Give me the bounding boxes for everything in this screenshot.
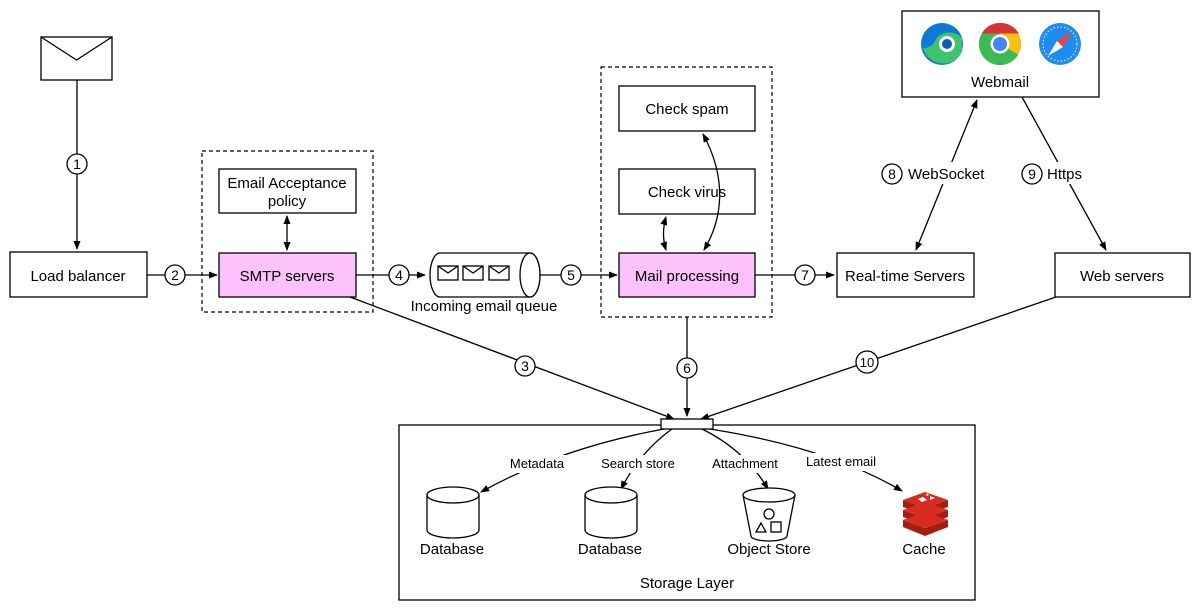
incoming-email-queue <box>429 252 541 298</box>
webmail-label: Webmail <box>971 74 1029 91</box>
svg-text:Real-time Servers: Real-time Servers <box>845 268 965 285</box>
svg-text:Web servers: Web servers <box>1080 268 1164 285</box>
storage-layer-boundary <box>398 424 976 601</box>
database-icon <box>584 486 638 539</box>
attachment-label: Attachment <box>712 456 778 471</box>
attachment-label-bg <box>708 455 783 473</box>
svg-text:8: 8 <box>888 166 896 182</box>
webmail-node: Webmail <box>901 10 1100 98</box>
mail-processing-node: Mail processing <box>618 252 756 298</box>
smtp-servers-node: SMTP servers <box>218 252 357 298</box>
load-balancer-label: Load balancer <box>30 268 125 285</box>
svg-text:3: 3 <box>521 358 529 374</box>
chrome-browser-icon <box>978 22 1022 66</box>
search-store-label: Search store <box>601 456 675 471</box>
smtp-group-boundary <box>201 150 374 313</box>
arrow-virus-processing <box>660 216 668 251</box>
database-search-label: Database <box>578 541 642 558</box>
web-servers-node: Web servers <box>1054 252 1191 298</box>
svg-text:5: 5 <box>567 267 575 283</box>
search-label-bg <box>597 455 679 473</box>
smtp-servers-label: SMTP servers <box>240 268 335 285</box>
svg-text:10: 10 <box>860 355 874 370</box>
email-acceptance-policy-node: Email Acceptance policy <box>218 168 357 214</box>
step-4-badge: 4 <box>388 264 410 286</box>
edge-browser-icon <box>921 23 963 65</box>
step-8-label-bg <box>878 162 992 184</box>
step-6-badge: 6 <box>676 357 698 379</box>
realtime-servers-node: Real-time Servers <box>836 252 975 298</box>
object-store-icon <box>742 487 796 542</box>
svg-text:4: 4 <box>395 267 403 283</box>
arrow-metadata <box>480 428 665 493</box>
arrow-attachment <box>701 428 769 490</box>
database-icon <box>426 486 480 539</box>
svg-text:Check spam: Check spam <box>645 101 728 118</box>
svg-text:policy: policy <box>268 193 307 210</box>
arrow-step-3 <box>349 296 675 420</box>
safari-browser-icon <box>1039 23 1081 65</box>
arrow-spam-processing <box>702 133 721 251</box>
step-3-badge: 3 <box>514 355 536 377</box>
queue-envelope-icon <box>437 265 510 281</box>
arrow-step-10 <box>700 296 1057 420</box>
latest-label-bg <box>802 453 882 471</box>
step-5-badge: 5 <box>560 264 582 286</box>
websocket-label: WebSocket <box>908 166 985 183</box>
step-8-badge: 8 <box>881 163 903 185</box>
step-9-badge: 9 <box>1021 163 1043 185</box>
check-virus-node: Check virus <box>618 168 756 215</box>
svg-text:9: 9 <box>1028 166 1036 182</box>
object-store-label: Object Store <box>727 541 810 558</box>
latest-email-label: Latest email <box>806 454 876 469</box>
metadata-label-bg <box>505 455 569 473</box>
step-7-badge: 7 <box>794 264 816 286</box>
step-10-badge: 10 <box>855 350 879 374</box>
database-metadata-label: Database <box>420 541 484 558</box>
svg-text:6: 6 <box>683 360 691 376</box>
svg-text:2: 2 <box>171 267 179 283</box>
cache-label: Cache <box>902 541 945 558</box>
mail-processing-label: Mail processing <box>635 268 739 285</box>
step-2-badge: 2 <box>164 264 186 286</box>
metadata-label: Metadata <box>510 456 565 471</box>
svg-text:1: 1 <box>73 156 81 172</box>
step-1-badge: 1 <box>66 153 88 175</box>
queue-label: Incoming email queue <box>411 298 558 315</box>
svg-text:Email Acceptance: Email Acceptance <box>227 175 346 192</box>
load-balancer-node: Load balancer <box>9 251 148 298</box>
svg-text:7: 7 <box>801 267 809 283</box>
storage-layer-title: Storage Layer <box>640 575 734 592</box>
svg-text:Check virus: Check virus <box>648 184 726 201</box>
check-spam-node: Check spam <box>618 85 756 132</box>
storage-connector <box>660 418 714 430</box>
envelope-icon <box>40 36 113 81</box>
redis-icon <box>903 492 948 536</box>
https-label: Https <box>1047 166 1082 183</box>
